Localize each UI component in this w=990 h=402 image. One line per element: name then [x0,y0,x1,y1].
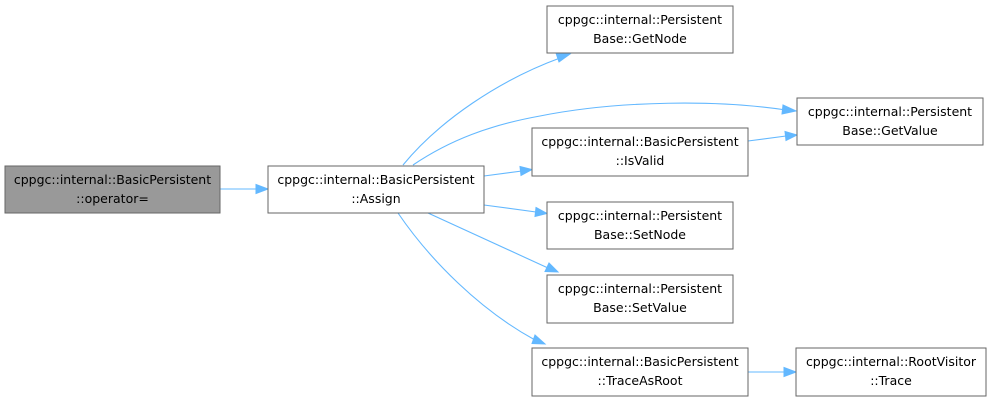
node-isvalid-line2: ::IsValid [616,153,665,168]
node-setnode-line2: Base::SetNode [594,227,686,242]
edge-isvalid-to-getvalue [747,130,799,142]
node-setvalue[interactable]: cppgc::internal::Persistent Base::SetVal… [546,274,734,324]
node-setvalue-line1: cppgc::internal::Persistent [558,281,722,296]
node-operator-assign-line1: cppgc::internal::BasicPersistent [14,172,211,187]
edge-assign-to-setvalue [427,212,560,273]
edge-assign-to-traceasroot [397,212,547,345]
node-operator-assign[interactable]: cppgc::internal::BasicPersistent ::opera… [4,165,221,214]
node-getvalue-line2: Base::GetValue [842,123,938,138]
node-isvalid[interactable]: cppgc::internal::BasicPersistent ::IsVal… [531,127,749,177]
node-setvalue-line2: Base::SetValue [593,300,687,315]
edge-assign-to-setnode [483,204,549,218]
edge-traceasroot-to-roottrace [748,366,798,378]
node-traceasroot-line1: cppgc::internal::BasicPersistent [541,354,738,369]
node-getvalue[interactable]: cppgc::internal::Persistent Base::GetVal… [796,97,984,146]
node-assign-line1: cppgc::internal::BasicPersistent [277,172,474,187]
node-getnode-line1: cppgc::internal::Persistent [558,12,722,27]
node-isvalid-line1: cppgc::internal::BasicPersistent [541,134,738,149]
node-rootvisitor-trace-line2: ::Trace [870,373,912,388]
node-traceasroot[interactable]: cppgc::internal::BasicPersistent ::Trace… [531,347,749,397]
node-assign-line2: ::Assign [351,191,400,206]
node-getvalue-line1: cppgc::internal::Persistent [808,104,972,119]
node-assign[interactable]: cppgc::internal::BasicPersistent ::Assig… [267,165,485,214]
node-traceasroot-line2: ::TraceAsRoot [598,373,683,388]
node-rootvisitor-trace[interactable]: cppgc::internal::RootVisitor ::Trace [795,347,987,397]
node-getnode[interactable]: cppgc::internal::Persistent Base::GetNod… [546,5,734,54]
node-rootvisitor-trace-line1: cppgc::internal::RootVisitor [806,354,977,369]
node-operator-assign-line2: ::operator= [76,191,149,206]
node-getnode-line2: Base::GetNode [593,31,687,46]
node-setnode[interactable]: cppgc::internal::Persistent Base::SetNod… [546,201,734,250]
node-setnode-line1: cppgc::internal::Persistent [558,208,722,223]
edge-assign-to-getvalue [412,102,798,166]
edge-assign-to-isvalid [483,165,534,177]
edge-operator-to-assign [220,183,270,195]
